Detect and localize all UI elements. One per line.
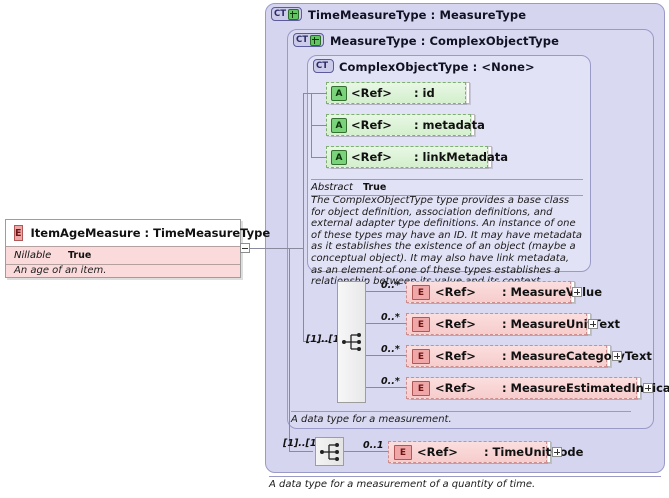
element-ref-label: <Ref>: [417, 445, 458, 459]
abstract-key-label: Abstract: [311, 182, 353, 193]
plus-icon[interactable]: [310, 34, 321, 46]
element-row-measureunittext[interactable]: E <Ref> : MeasureUnitText: [406, 313, 620, 335]
plus-icon[interactable]: [288, 8, 299, 20]
connector-line: [289, 248, 290, 451]
occurrence-label-time-sequence: [1]..[1]: [283, 438, 321, 449]
expand-toggle-icon[interactable]: [588, 319, 598, 329]
root-element-property-row: Nillable True: [6, 246, 240, 265]
attribute-ref-label: <Ref>: [351, 118, 392, 132]
abstract-value-label: True: [363, 182, 387, 193]
connector-line: [366, 387, 406, 388]
sequence-compositor-time[interactable]: [315, 437, 344, 466]
expand-toggle-icon[interactable]: [572, 287, 582, 297]
connector-line: [311, 157, 327, 158]
connector-line: [311, 125, 327, 126]
occurrence-label-measureunittext: 0..*: [381, 312, 400, 323]
complextype-title-timemeasuretype: TimeMeasureType : MeasureType: [308, 8, 527, 22]
expand-toggle-icon[interactable]: [643, 383, 653, 393]
attribute-row-metadata[interactable]: A <Ref> : metadata: [326, 114, 485, 136]
ct-badge-timemeasuretype[interactable]: CT: [271, 7, 302, 21]
ct-badge-label: CT: [296, 34, 309, 45]
attribute-name-label: : id: [413, 86, 435, 100]
expand-toggle-icon[interactable]: [612, 351, 622, 361]
ct-badge-measuretype[interactable]: CT: [293, 33, 324, 47]
connector-line: [303, 341, 329, 342]
element-ref-label: <Ref>: [435, 285, 476, 299]
element-badge-icon: E: [412, 317, 430, 332]
ct-badge-complexobjecttype[interactable]: CT: [313, 59, 334, 73]
occurrence-label-measurecategorytext: 0..*: [381, 344, 400, 355]
attribute-ref-label: <Ref>: [351, 150, 392, 164]
sequence-icon: [319, 442, 339, 461]
element-row-measurecategorytext[interactable]: E <Ref> : MeasureCategoryText: [406, 345, 652, 367]
element-badge-icon: E: [412, 285, 430, 300]
element-name-label: : MeasureCategoryText: [501, 349, 652, 363]
element-badge-icon: E: [14, 225, 23, 241]
element-row-measurevalue[interactable]: E <Ref> : MeasureValue: [406, 281, 602, 303]
attribute-row-linkmetadata[interactable]: A <Ref> : linkMetadata: [326, 146, 508, 168]
complextype-title-measuretype: MeasureType : ComplexObjectType: [330, 34, 560, 48]
element-row-measureestimatedindicator[interactable]: E <Ref> : MeasureEstimatedIndicator: [406, 377, 669, 399]
ct-badge-label: CT: [316, 60, 329, 71]
connector-line: [366, 323, 406, 324]
occurrence-label-measurevalue: 0..*: [381, 280, 400, 291]
attribute-badge-icon: A: [331, 150, 347, 165]
nillable-value-label: True: [68, 250, 92, 261]
element-row-timeunitcode[interactable]: E <Ref> : TimeUnitCode: [388, 441, 583, 463]
nillable-key-label: Nillable: [14, 250, 52, 261]
attribute-name-label: : metadata: [413, 118, 485, 132]
sequence-compositor-measure[interactable]: [337, 281, 366, 403]
ct-badge-label: CT: [274, 8, 287, 19]
root-element-title: ItemAgeMeasure : TimeMeasureType: [30, 226, 271, 240]
documentation-timemeasuretype: A data type for a measurement of a quant…: [269, 476, 661, 490]
attribute-ref-label: <Ref>: [351, 86, 392, 100]
element-ref-label: <Ref>: [435, 317, 476, 331]
element-badge-icon: E: [412, 349, 430, 364]
element-ref-label: <Ref>: [435, 349, 476, 363]
attribute-name-label: : linkMetadata: [413, 150, 509, 164]
element-name-label: : MeasureValue: [501, 285, 603, 299]
element-name-label: : MeasureEstimatedIndicator: [501, 381, 669, 395]
connector-line: [303, 93, 304, 341]
connector-line: [289, 451, 313, 452]
sequence-icon: [341, 333, 361, 351]
occurrence-label-timeunitcode: 0..1: [363, 440, 384, 451]
element-name-label: : TimeUnitCode: [483, 445, 584, 459]
occurrence-label-measureestimatedindicator: 0..*: [381, 376, 400, 387]
element-badge-icon: E: [394, 445, 412, 460]
connector-line: [289, 248, 303, 249]
connector-line: [366, 355, 406, 356]
documentation-measuretype: A data type for a measurement.: [291, 411, 631, 425]
complextype-title-complexobjecttype: ComplexObjectType : <None>: [339, 60, 535, 74]
connector-line: [250, 248, 289, 249]
occurrence-label-measure-sequence: [1]..[1]: [306, 334, 344, 345]
expand-toggle-icon[interactable]: [552, 447, 562, 457]
root-element-header: E ItemAgeMeasure : TimeMeasureType: [6, 220, 270, 247]
root-element-box-itemagemeasure[interactable]: E ItemAgeMeasure : TimeMeasureType Nilla…: [5, 219, 270, 278]
connector-line: [366, 291, 406, 292]
connector-line: [311, 93, 327, 94]
attribute-row-id[interactable]: A <Ref> : id: [326, 82, 466, 104]
attribute-badge-icon: A: [331, 86, 347, 101]
attribute-badge-icon: A: [331, 118, 347, 133]
abstract-property-row: Abstract True: [311, 179, 583, 196]
collapse-toggle-icon[interactable]: [240, 243, 250, 253]
root-element-documentation: An age of an item.: [14, 265, 107, 276]
element-ref-label: <Ref>: [435, 381, 476, 395]
annotation-complexobjecttype: Abstract True The ComplexObjectType type…: [311, 179, 583, 287]
connector-line: [303, 93, 311, 94]
element-badge-icon: E: [412, 381, 430, 396]
annotation-text: The ComplexObjectType type provides a ba…: [311, 195, 583, 288]
connector-line: [344, 451, 388, 452]
element-name-label: : MeasureUnitText: [501, 317, 621, 331]
